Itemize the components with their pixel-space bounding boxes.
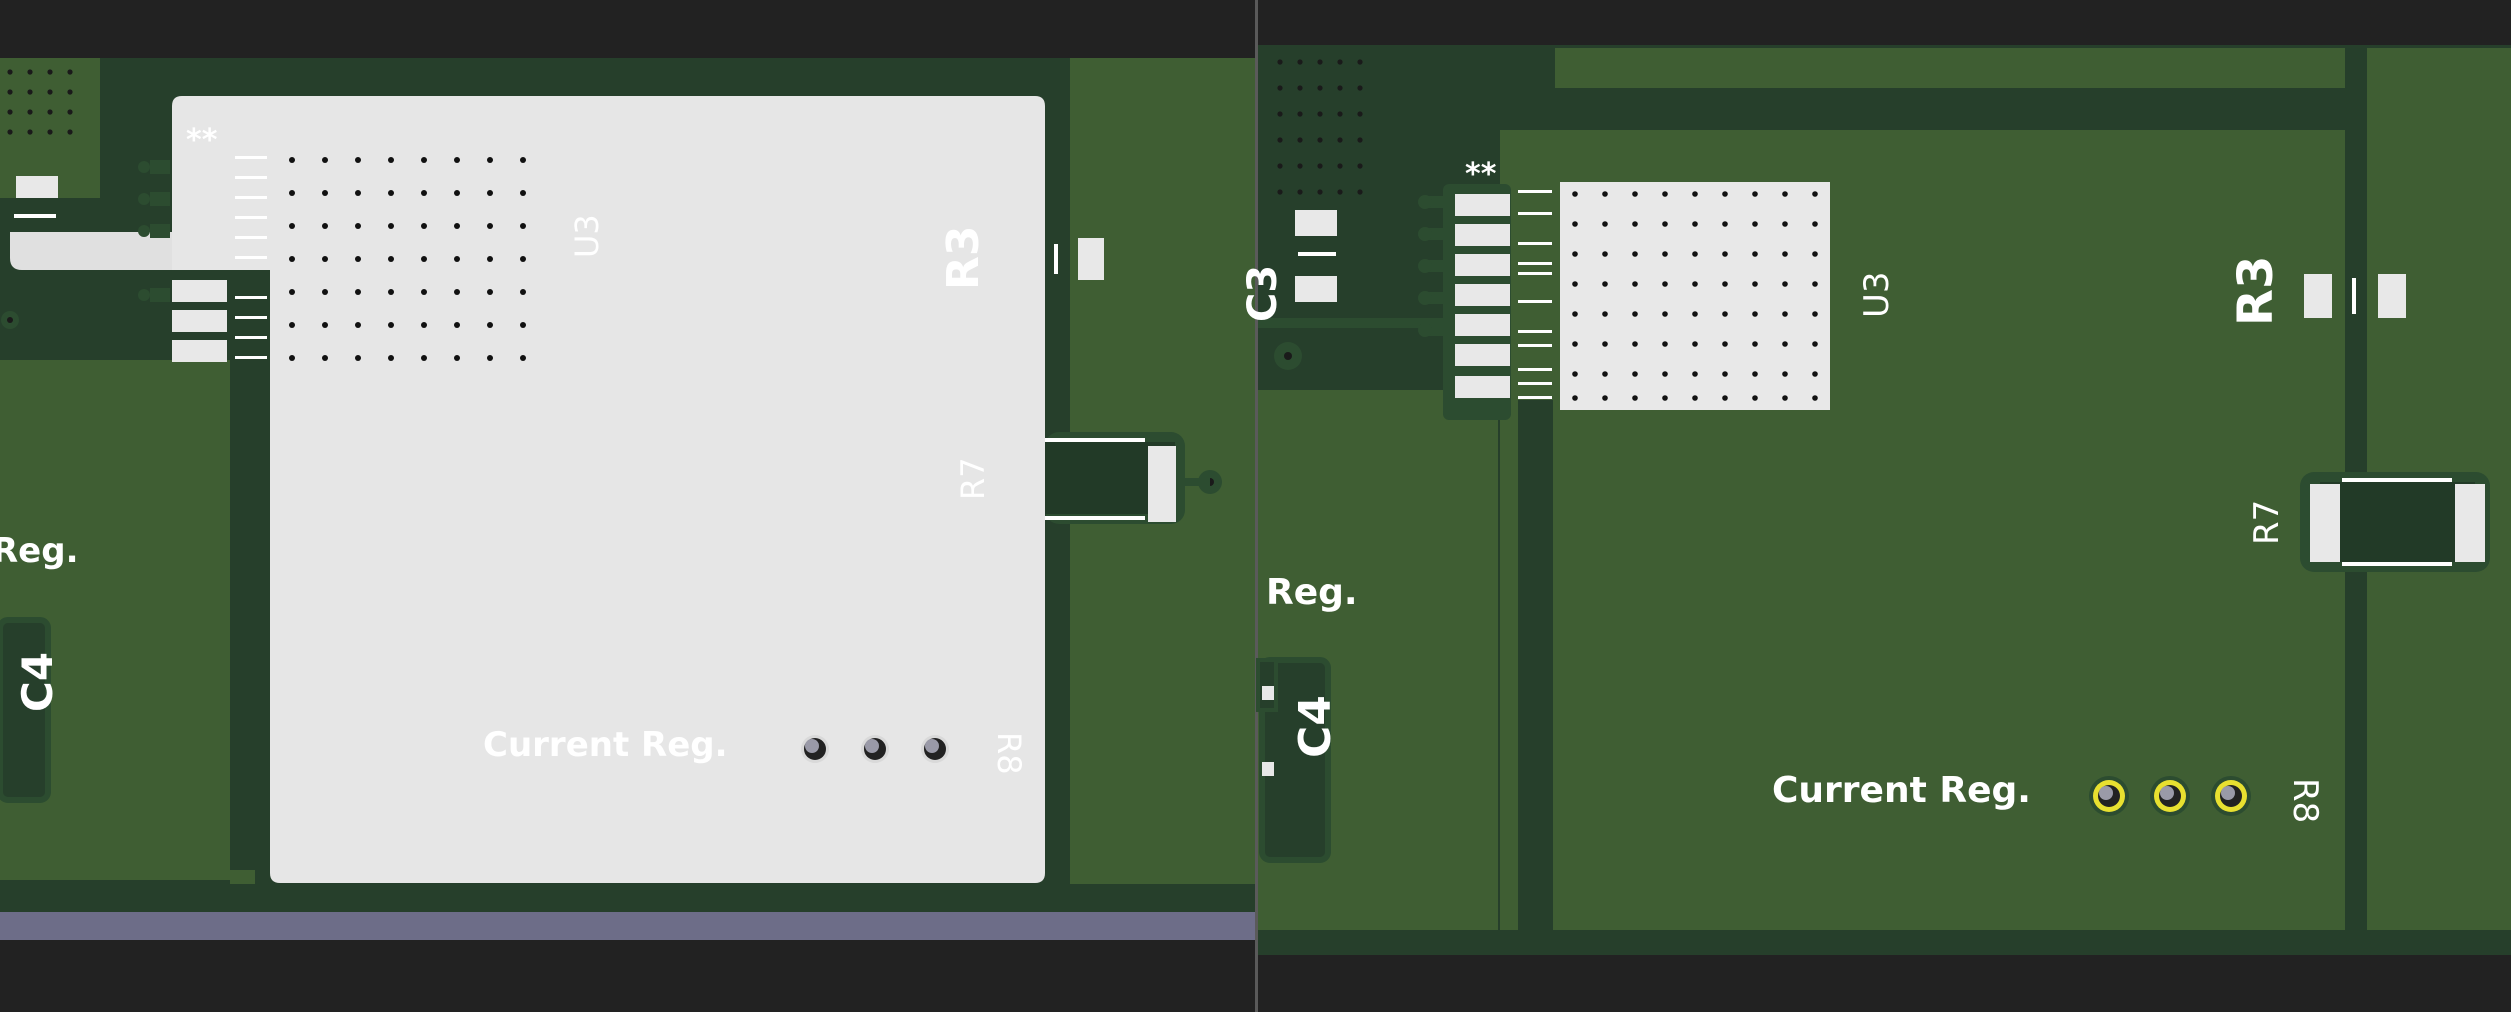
left-pad [16, 176, 58, 198]
left-copper-strip [230, 870, 255, 884]
left-via-grid-corner [7, 69, 73, 135]
silk-line [1298, 252, 1336, 256]
right-pad [1295, 210, 1337, 236]
left-c4-label: C4 [13, 652, 62, 712]
r7-pad [2455, 484, 2485, 562]
c4-outline [1259, 657, 1331, 863]
silk-line [14, 214, 56, 218]
c4-pad [1262, 686, 1274, 700]
u3-pads-right [1418, 184, 1511, 420]
left-reg-label: Reg. [0, 531, 79, 571]
r3-pad [1078, 238, 1104, 280]
right-r8-label: R8 [2285, 778, 2325, 823]
r8-holes-left [801, 735, 949, 763]
u3-silk-lines [235, 156, 267, 359]
r3-pad [2378, 274, 2406, 318]
r7-pad [1148, 446, 1176, 522]
left-r8-label: R8 [990, 732, 1028, 775]
r8-holes-right [2089, 776, 2251, 816]
c4-outline [0, 617, 51, 803]
r7-body [2320, 482, 2475, 562]
left-r7-label: R7 [954, 457, 992, 500]
right-c4-label: C4 [1290, 695, 1341, 758]
c4-pad [1262, 762, 1274, 776]
via-hole [1284, 352, 1292, 360]
left-u3-label: U3 [568, 214, 606, 258]
u3-left-pads [138, 160, 227, 362]
right-current-reg-label: Current Reg. [1772, 770, 2031, 811]
left-copper-pour [0, 58, 100, 198]
right-r3-label: R3 [2228, 256, 2284, 326]
left-pcb-view[interactable]: ** U3 R3 R7 R8 Current Reg. Reg. C4 [0, 0, 1255, 1012]
right-gap-vertical [1518, 400, 1553, 930]
c4-pad-frame [1256, 658, 1278, 712]
left-r3-label: R3 [938, 226, 989, 291]
r7-silk [2342, 562, 2452, 566]
right-copper-pour-top [1555, 48, 2345, 88]
left-board-edge [0, 912, 1255, 940]
left-current-reg-label: Current Reg. [483, 725, 728, 765]
right-pad [1295, 276, 1337, 302]
trace [1180, 478, 1210, 486]
right-c3-label: C3 [1240, 265, 1286, 322]
right-u3-label: U3 [1857, 271, 1897, 318]
left-trace-pad [10, 232, 175, 270]
right-reg-label: Reg. [1266, 572, 1358, 613]
right-r7-label: R7 [2247, 500, 2287, 545]
r7-silk [2342, 478, 2452, 482]
r7-silk [1045, 438, 1145, 442]
r3-silk [2352, 278, 2356, 314]
right-u3-via-grid [1572, 191, 1818, 401]
split-divider[interactable] [1255, 0, 1258, 1012]
trace [1258, 318, 1498, 328]
r7-pad [2310, 484, 2340, 562]
via-hole [7, 317, 13, 323]
right-via-grid-corner [1277, 59, 1363, 195]
u3-silk-lines-right [1518, 190, 1552, 399]
r3-pad [2304, 274, 2332, 318]
r3-silk [1054, 244, 1058, 274]
left-u3-via-grid [289, 157, 526, 361]
left-asterisk-label: ** [186, 123, 218, 158]
r7-silk [1045, 516, 1145, 520]
right-asterisk-label: ** [1465, 157, 1497, 192]
right-pcb-view[interactable]: ** U3 R3 R7 R8 Current Reg. Reg. C4 C3 [1240, 0, 2511, 1012]
